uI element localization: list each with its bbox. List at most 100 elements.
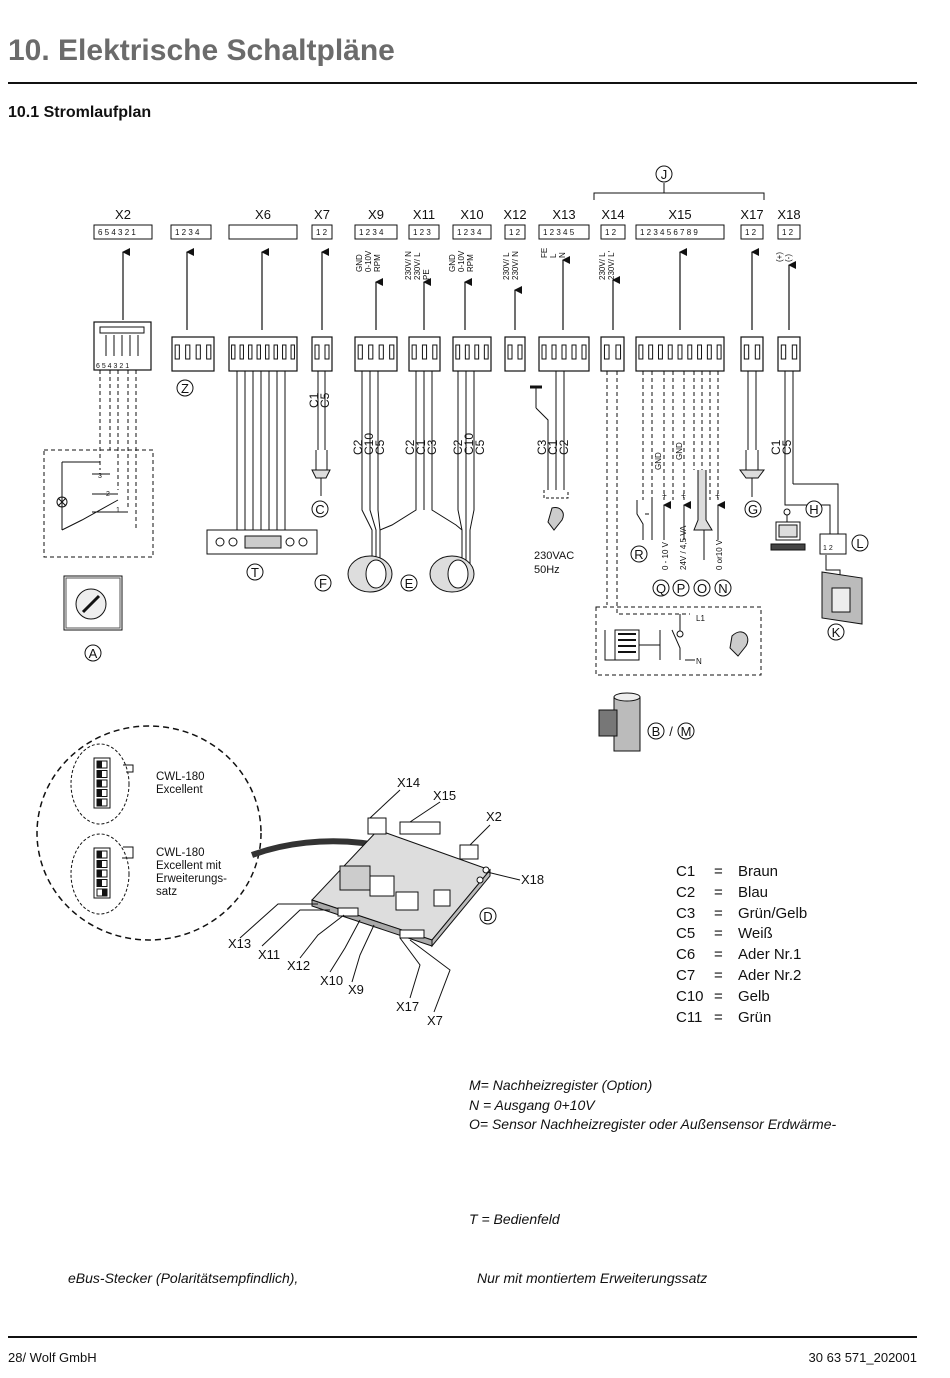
x15-signal-2: GND (675, 442, 684, 460)
wire-label-x7: C1C5 (307, 392, 332, 408)
svg-text:L: L (856, 536, 863, 551)
marker-h: H (805, 500, 823, 518)
connector-header-x9 (354, 224, 398, 240)
svg-text:F: F (319, 576, 327, 591)
connector-header-x6 (228, 224, 298, 240)
connector-pins-x10: 1 2 3 4 (457, 228, 482, 237)
legend-equals: = (714, 904, 723, 922)
note-extension: Nur mit montiertem Erweiterungssatz (477, 1270, 708, 1286)
footer-rule (8, 1336, 917, 1338)
signal-label-x9: GND0-10VRPM (355, 250, 382, 272)
control-panel-t (206, 529, 318, 555)
marker-z: Z (176, 379, 194, 397)
signal-label-x14: 230V/ L230V/ L' (598, 250, 616, 280)
page-title: 10. Elektrische Schaltpläne (8, 34, 395, 67)
connector-header-x13 (538, 224, 590, 240)
marker-m: M (677, 722, 695, 740)
legend-row: C6=Ader Nr.1 (676, 945, 807, 966)
connector-label-x10: X10 (460, 207, 483, 222)
marker-o: O (693, 579, 711, 597)
x15-signal-4: + (713, 493, 722, 498)
connector-header-x12 (504, 224, 526, 240)
marker-n: N (714, 579, 732, 597)
switch-number-3: 3 (98, 473, 102, 480)
svg-text:G: G (748, 502, 758, 517)
connector-pins-x9: 1 2 3 4 (359, 228, 384, 237)
wire-label-x13: C3C1C2 (535, 439, 571, 455)
legend-code: C3 (676, 904, 696, 922)
svg-text:E: E (405, 576, 414, 591)
connector-pins-x15: 1 2 3 4 5 6 7 8 9 (640, 228, 698, 237)
connector-pins-x7: 1 2 (316, 228, 328, 237)
note-o: O= Sensor Nachheizregister oder Außensen… (469, 1116, 837, 1132)
legend-row: C11=Grün (676, 1008, 807, 1029)
marker-t: T (246, 563, 264, 581)
signal-label-x13: FELN (540, 248, 567, 258)
board-label-x2: X2 (486, 809, 502, 824)
legend-equals: = (714, 863, 723, 880)
connector-label-x15: X15 (668, 207, 691, 222)
svg-text:A: A (89, 646, 98, 661)
x15-output-0: 0 - 10 V (661, 541, 670, 570)
svg-text:J: J (661, 167, 668, 182)
connector-header-x10 (452, 224, 492, 240)
switch-number-1: 1 (116, 507, 120, 514)
legend-equals: = (714, 1008, 723, 1026)
connector-pins-z: 1 2 3 4 (175, 228, 200, 237)
svg-text:B: B (652, 724, 661, 739)
footer-left: 28/ Wolf GmbH (8, 1350, 97, 1365)
legend-equals: = (714, 883, 723, 901)
fan-f (347, 555, 393, 593)
legend-code: C2 (676, 883, 696, 901)
rotary-switch-a (63, 575, 123, 631)
wire-label-x17: C1C5 (769, 439, 794, 455)
marker-d: D (479, 907, 497, 925)
heater-relay (604, 614, 749, 661)
legend-row: C5=Weiß (676, 924, 807, 945)
signal-labels: GND0-10VRPM 230V/ N230V/ LPE GND0-10VRPM… (355, 248, 793, 280)
wire-label-x11: C2C1C3 (403, 439, 439, 455)
legend-code: C1 (676, 863, 696, 880)
x15-signal-0: GND (654, 452, 663, 470)
marker-f: F (314, 574, 332, 592)
legend-code: C5 (676, 925, 696, 943)
board-label-x13: X13 (228, 936, 251, 951)
x15-signal-3: + (679, 493, 688, 498)
board-leader-lines (239, 789, 521, 1013)
legend-color: Gelb (738, 987, 770, 1005)
x2-plug-pins: 6 5 4 3 2 1 (96, 363, 129, 370)
board-label-x12: X12 (287, 958, 310, 973)
room-control-k (821, 571, 863, 625)
cwl-detail-circle (36, 725, 262, 941)
legend-code: C11 (676, 1008, 703, 1026)
x15-signal-1: + (660, 493, 669, 498)
connector-header-x7 (311, 224, 333, 240)
svg-text:O: O (697, 581, 707, 596)
connector-label-x18: X18 (777, 207, 800, 222)
board-label-x17: X17 (396, 999, 419, 1014)
legend-color: Braun (738, 863, 779, 880)
board-label-x14: X14 (397, 775, 420, 790)
svg-text:N: N (718, 581, 727, 596)
wire-label-x9: C2C10C5 (351, 433, 387, 455)
legend-code: C10 (676, 987, 704, 1005)
legend-equals: = (714, 966, 723, 984)
heater-box (595, 606, 762, 676)
connector-label-x6: X6 (255, 207, 271, 222)
marker-b: B (647, 722, 665, 740)
signal-label-x18: (+)(-) (775, 252, 793, 262)
legend-code: C6 (676, 946, 696, 964)
legend-row: C3 = Grün/Gelb (676, 904, 807, 925)
fan-switch-box (43, 449, 154, 558)
legend-row: C7=Ader Nr.2 (676, 966, 807, 987)
legend-equals: = (714, 946, 723, 964)
marker-a: A (84, 644, 102, 662)
legend-color: Blau (738, 883, 769, 901)
legend-color: Grün/Gelb (738, 904, 808, 922)
marker-j: J (655, 165, 673, 183)
x15-output-2: 0 or10 V (715, 539, 724, 570)
board-label-x9: X9 (348, 982, 364, 997)
dip-switch-2 (93, 847, 111, 899)
